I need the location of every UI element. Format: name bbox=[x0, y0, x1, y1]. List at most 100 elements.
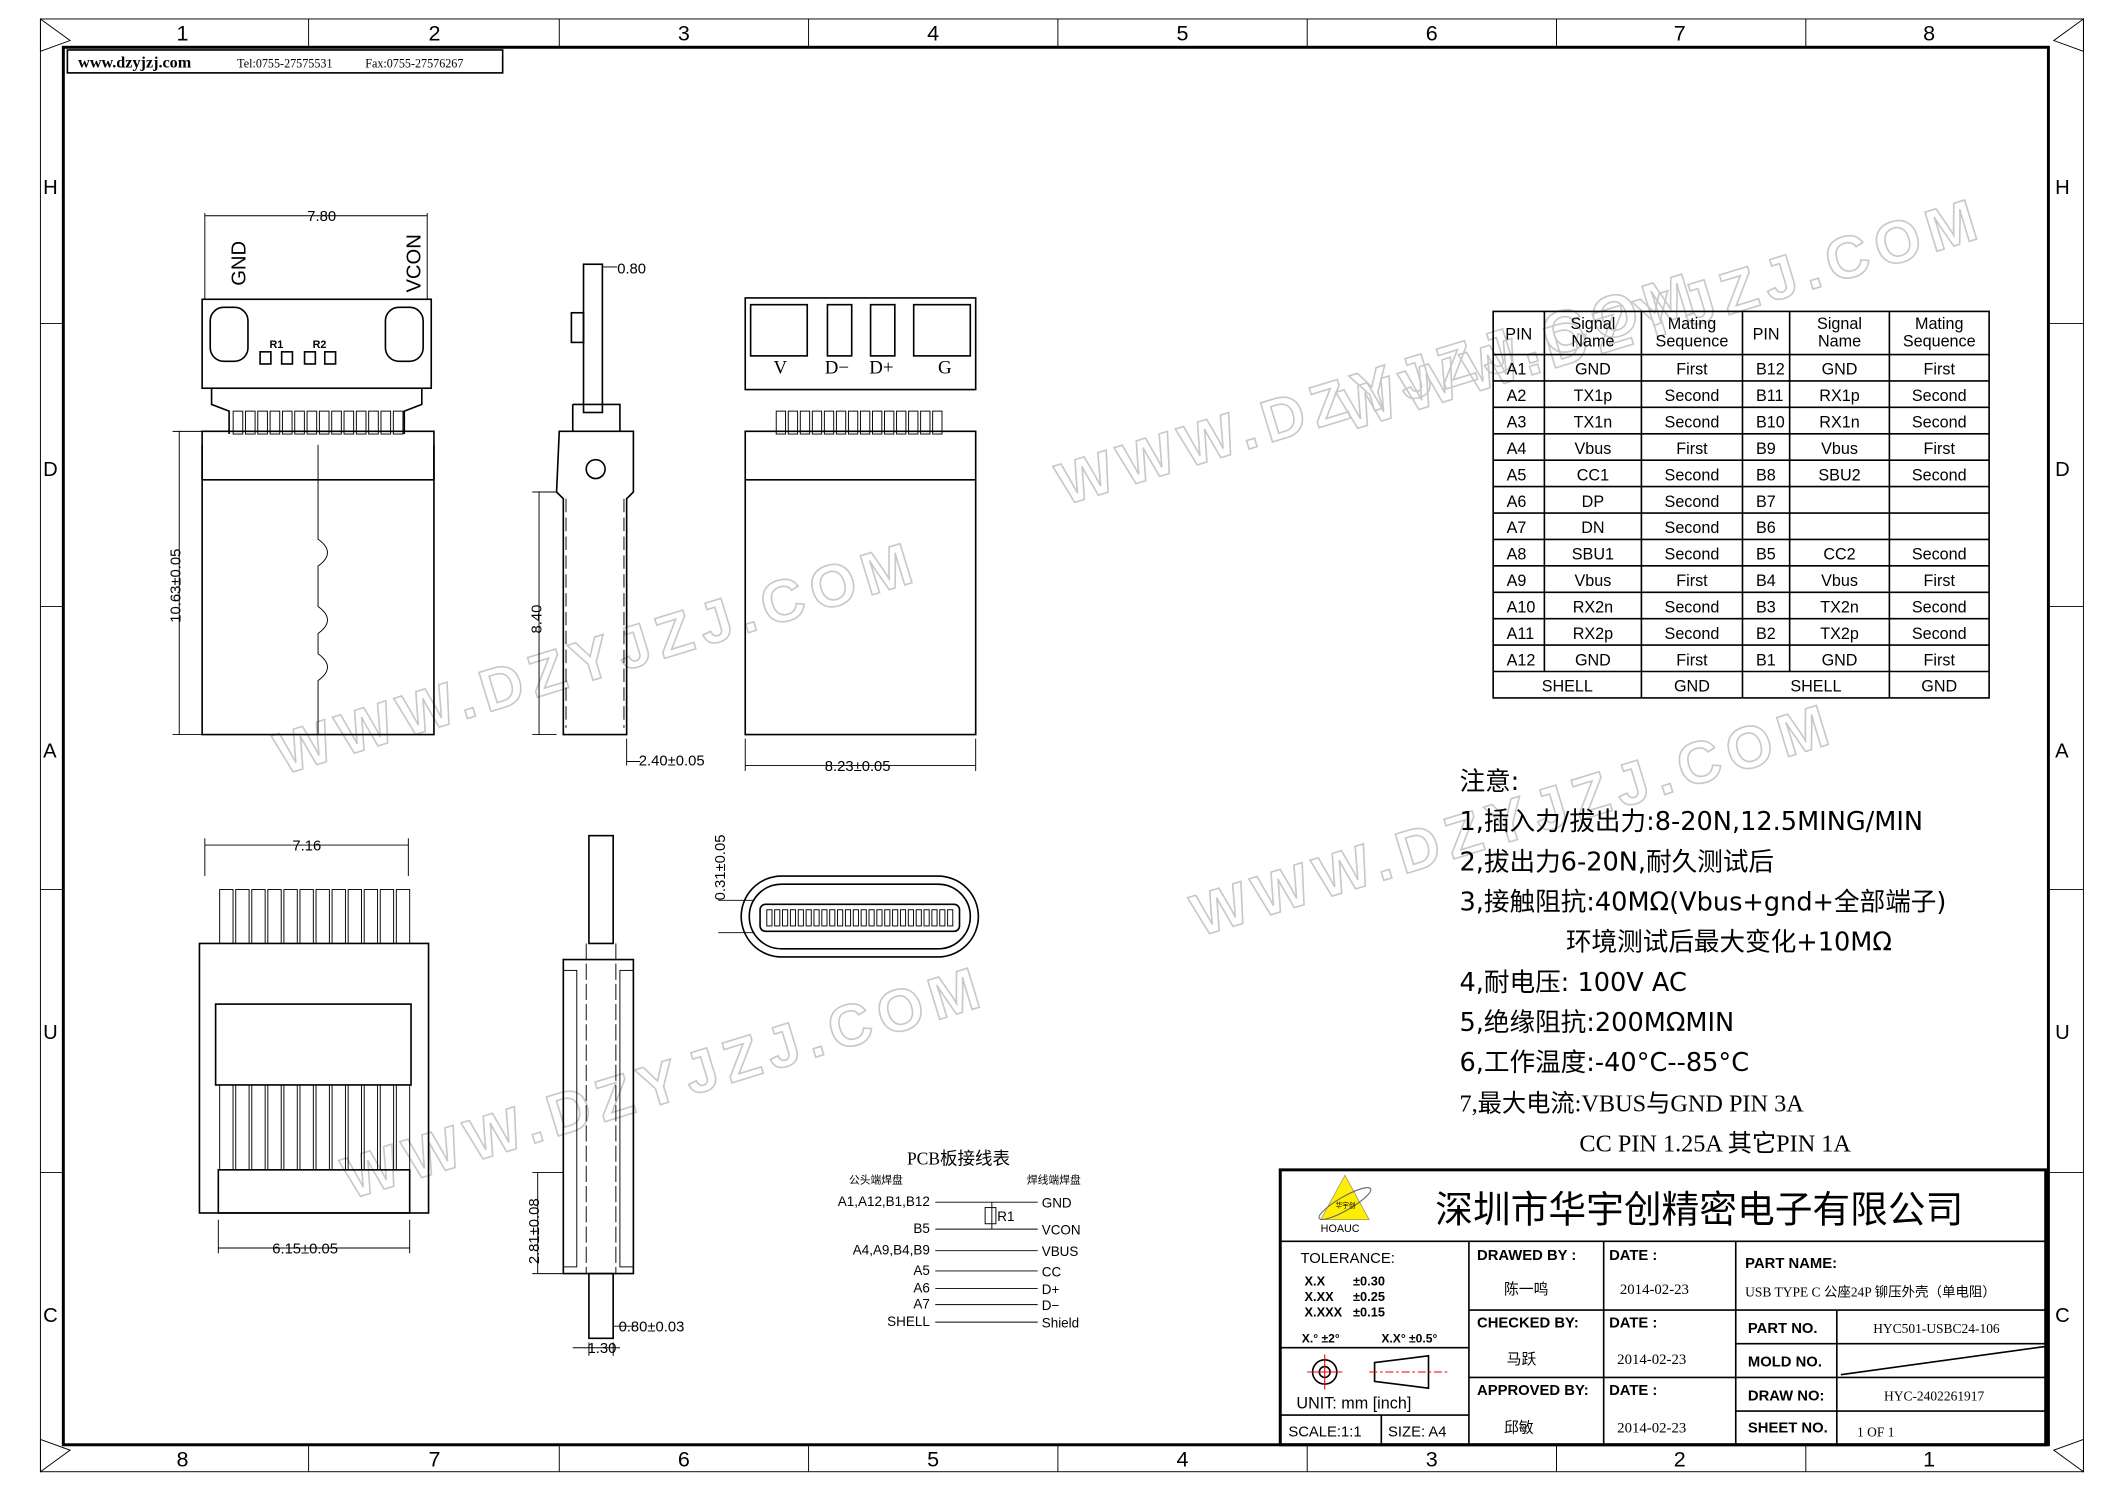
contact-finger bbox=[331, 889, 346, 944]
table-cell: Second bbox=[1665, 466, 1720, 484]
contact-finger bbox=[915, 909, 922, 927]
contact-finger bbox=[884, 410, 895, 435]
table-cell: Vbus bbox=[1574, 572, 1611, 590]
pad-dp: D+ bbox=[869, 357, 893, 378]
contact-finger bbox=[251, 1084, 266, 1171]
table-header: Signal bbox=[1570, 315, 1615, 333]
table-cell: SHELL bbox=[1542, 678, 1593, 696]
thickness-dim: 0.80 bbox=[617, 262, 646, 278]
part-name-label: PART NAME: bbox=[1745, 1256, 1837, 1272]
note-line: CC PIN 1.25A 其它PIN 1A bbox=[1579, 1131, 1851, 1158]
note-line: 7,最大电流:VBUS与GND PIN 3A bbox=[1459, 1090, 1804, 1117]
size: SIZE: A4 bbox=[1388, 1425, 1446, 1441]
table-cell: A6 bbox=[1507, 493, 1527, 511]
contact-finger bbox=[283, 1084, 298, 1171]
contact-finger bbox=[837, 909, 844, 927]
table-cell: B2 bbox=[1756, 625, 1776, 643]
offset-dim: 1.30 bbox=[588, 1341, 617, 1357]
contact-finger bbox=[823, 410, 835, 435]
bottom-view: 7.16 6.15±0.05 bbox=[198, 838, 430, 1257]
table-header: Name bbox=[1818, 332, 1861, 350]
wiring-to: D+ bbox=[1042, 1282, 1060, 1297]
date-approved: 2014-02-23 bbox=[1617, 1421, 1686, 1437]
table-cell: A2 bbox=[1507, 387, 1527, 405]
zone-row-label: H bbox=[2055, 177, 2070, 199]
tolerance-label: TOLERANCE: bbox=[1300, 1251, 1394, 1267]
contact-finger bbox=[235, 889, 250, 944]
zone-column-label: 6 bbox=[678, 1446, 690, 1471]
note-line: 4,耐电压: 100V AC bbox=[1459, 968, 1686, 998]
top-view: 7.80 GND VCON R1 R2 10.63±0.05 bbox=[169, 209, 435, 736]
resistor: R1 bbox=[997, 1209, 1014, 1224]
table-cell: Second bbox=[1912, 414, 1967, 432]
table-cell: DP bbox=[1582, 493, 1604, 511]
table-cell: TX1p bbox=[1574, 387, 1613, 405]
contact-finger bbox=[860, 909, 867, 927]
table-cell: A1 bbox=[1507, 361, 1527, 379]
contact-finger bbox=[813, 909, 820, 927]
right-header: 焊线端焊盘 bbox=[1027, 1173, 1081, 1186]
company-name: 深圳市华宇创精密电子有限公司 bbox=[1435, 1187, 1963, 1231]
contact-finger bbox=[267, 889, 282, 944]
contact-finger bbox=[920, 410, 931, 435]
width-dim: 2.40±0.05 bbox=[639, 754, 705, 770]
wiring-to: VBUS bbox=[1042, 1244, 1079, 1259]
table-cell: Second bbox=[1912, 546, 1967, 564]
zone-column-label: 3 bbox=[1426, 1446, 1438, 1471]
zone-column-label: 5 bbox=[1176, 21, 1188, 46]
drawed-by: 陈一鸣 bbox=[1504, 1280, 1548, 1298]
gnd-label: GND bbox=[228, 241, 250, 286]
wiring-from: B5 bbox=[913, 1221, 929, 1236]
table-cell: First bbox=[1676, 572, 1708, 590]
contact-finger bbox=[306, 410, 318, 435]
zone-row-label: A bbox=[43, 740, 57, 762]
fax: Fax:0755-27576267 bbox=[365, 56, 463, 70]
zone-column-label: 6 bbox=[1426, 21, 1438, 46]
table-cell: SHELL bbox=[1790, 678, 1841, 696]
contact-finger bbox=[235, 1084, 250, 1171]
note-line: 环境测试后最大变化+10MΩ bbox=[1566, 928, 1892, 958]
zone-row-label: U bbox=[2055, 1022, 2070, 1044]
wiring-to: CC bbox=[1042, 1264, 1062, 1279]
table-cell: GND bbox=[1674, 678, 1710, 696]
table-cell: Second bbox=[1912, 625, 1967, 643]
contact-finger bbox=[872, 410, 883, 435]
contact-finger bbox=[797, 909, 804, 927]
title: PCB板接线表 bbox=[907, 1148, 1010, 1168]
pad-g: G bbox=[938, 357, 952, 378]
contact-finger bbox=[789, 909, 797, 927]
tolerance-value: ±0.30 bbox=[1353, 1274, 1385, 1289]
logo-text: 华宇创 bbox=[1336, 1201, 1356, 1210]
contact-finger bbox=[395, 889, 411, 944]
contact-finger bbox=[257, 410, 268, 435]
sheet-no: 1 OF 1 bbox=[1857, 1425, 1894, 1440]
notes-title: 注意: bbox=[1459, 767, 1519, 797]
contact-finger bbox=[907, 909, 914, 927]
table-cell: B8 bbox=[1756, 466, 1776, 484]
contact-finger bbox=[299, 1084, 314, 1171]
contact-finger bbox=[947, 909, 954, 927]
contact-finger bbox=[847, 410, 859, 435]
contact-finger bbox=[269, 410, 281, 435]
table-cell: Second bbox=[1665, 493, 1720, 511]
contact-header: www.dzyjzj.com Tel:0755-27575531 Fax:075… bbox=[66, 49, 504, 74]
table-cell: A8 bbox=[1507, 546, 1527, 564]
contact-finger bbox=[232, 410, 244, 435]
length-dim: 8.40 bbox=[530, 605, 546, 634]
date-label: DATE : bbox=[1609, 1316, 1657, 1332]
width-dim: 8.23±0.05 bbox=[825, 759, 891, 775]
contact-finger bbox=[331, 410, 342, 435]
contact-finger bbox=[219, 1084, 234, 1171]
unit: UNIT: mm [inch] bbox=[1296, 1394, 1411, 1412]
table-cell: First bbox=[1924, 440, 1956, 458]
zone-column-label: 1 bbox=[177, 21, 189, 46]
date-drawn: 2014-02-23 bbox=[1620, 1282, 1689, 1298]
date-label: DATE : bbox=[1609, 1248, 1657, 1264]
resistor-symbol bbox=[984, 1207, 997, 1225]
